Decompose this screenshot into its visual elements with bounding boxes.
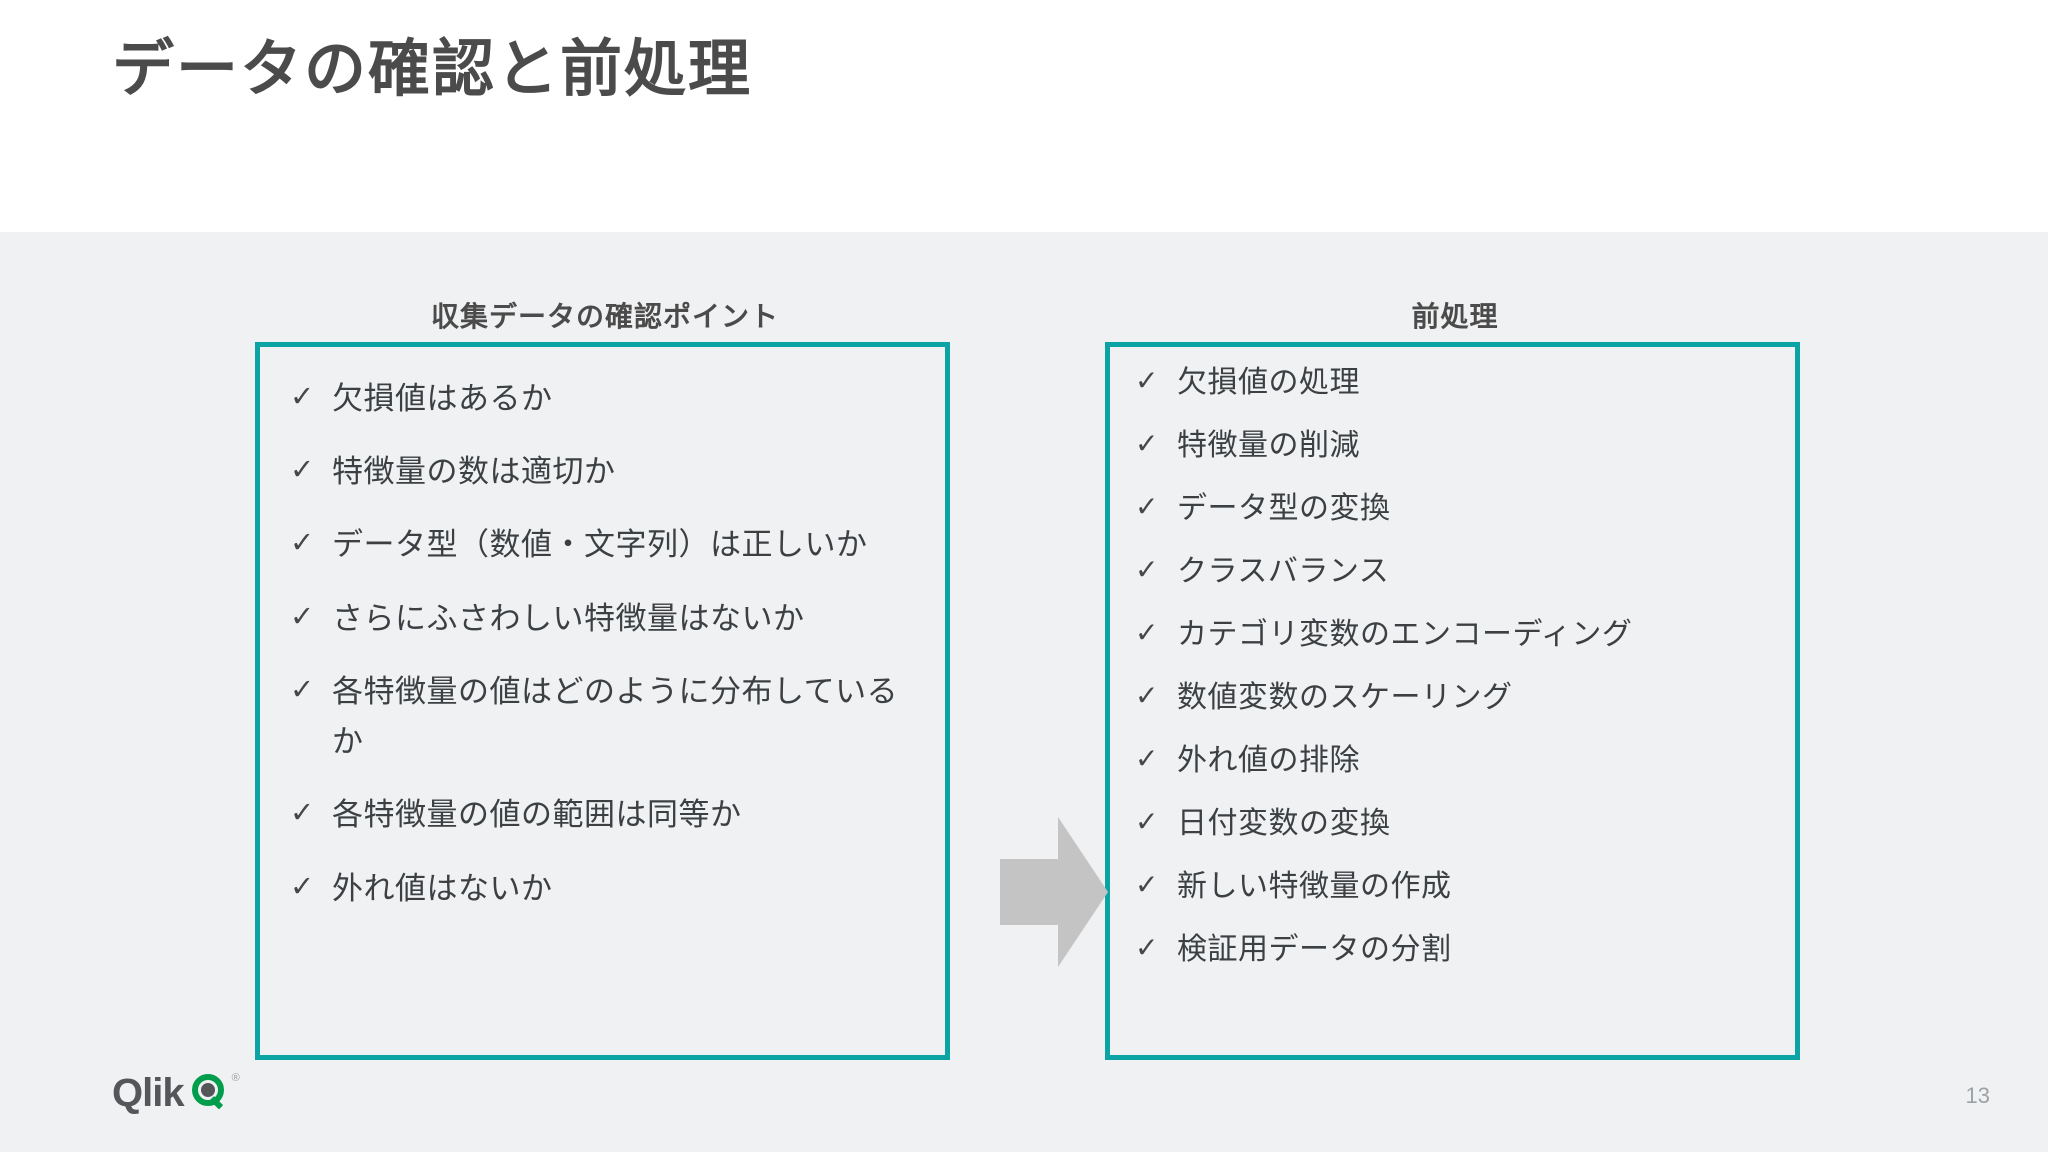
list-item: ✓ 特徴量の数は適切か <box>290 447 920 497</box>
check-icon: ✓ <box>1135 365 1159 396</box>
list-item-label: データ型（数値・文字列）は正しいか <box>332 527 868 563</box>
list-item: ✓ 日付変数の変換 <box>1135 801 1775 846</box>
list-item: ✓ データ型の変換 <box>1135 486 1775 531</box>
list-item-label: 各特徴量の値の範囲は同等か <box>332 797 742 833</box>
page-number: 13 <box>1965 1083 1990 1108</box>
check-icon: ✓ <box>290 381 315 413</box>
list-item-label: 特徴量の数は適切か <box>332 454 616 490</box>
qlik-wordmark: Qlik <box>112 1071 185 1115</box>
list-item: ✓ クラスバランス <box>1135 549 1775 594</box>
column-header-right: 前処理 <box>1411 301 1499 332</box>
list-item-label: 各特徴量の値はどのように分布しているか <box>332 673 899 760</box>
check-icon: ✓ <box>290 454 315 487</box>
list-item: ✓ 特徴量の削減 <box>1135 423 1775 468</box>
check-icon: ✓ <box>1135 680 1159 711</box>
list-item: ✓ データ型（数値・文字列）は正しいか <box>290 520 920 570</box>
list-item: ✓ 数値変数のスケーリング <box>1135 675 1775 720</box>
list-item: ✓ 新しい特徴量の作成 <box>1135 864 1775 909</box>
list-item-label: 検証用データの分割 <box>1177 933 1452 966</box>
list-item: ✓ さらにふさわしい特徴量はないか <box>290 594 920 644</box>
check-icon: ✓ <box>1135 806 1159 837</box>
check-icon: ✓ <box>1135 617 1159 648</box>
list-item-label: さらにふさわしい特徴量はないか <box>332 600 805 636</box>
check-icon: ✓ <box>290 870 315 903</box>
registered-trademark-symbol: ® <box>231 1072 240 1084</box>
list-item: ✓ 検証用データの分割 <box>1135 927 1775 972</box>
checklist-right: ✓ 欠損値の処理 ✓ 特徴量の削減 ✓ データ型の変換 ✓ クラスバランス ✓ … <box>1135 360 1775 990</box>
list-item: ✓ 各特徴量の値はどのように分布しているか <box>290 667 920 767</box>
check-icon: ✓ <box>1135 491 1159 522</box>
list-item-label: 外れ値の排除 <box>1177 744 1360 777</box>
checklist-box-right <box>1105 342 1800 1060</box>
check-icon: ✓ <box>1135 428 1159 459</box>
list-item-label: 外れ値はないか <box>332 870 553 906</box>
list-item: ✓ 外れ値の排除 <box>1135 738 1775 783</box>
list-item: ✓ 欠損値の処理 <box>1135 360 1775 405</box>
check-icon: ✓ <box>290 600 315 633</box>
check-icon: ✓ <box>1135 869 1159 900</box>
list-item: ✓ カテゴリ変数のエンコーディング <box>1135 612 1775 657</box>
qlik-q-mark-icon <box>191 1074 230 1112</box>
list-item-label: クラスバランス <box>1177 555 1390 588</box>
check-icon: ✓ <box>1135 932 1159 963</box>
list-item-label: カテゴリ変数のエンコーディング <box>1177 618 1633 651</box>
check-icon: ✓ <box>290 527 315 560</box>
list-item-label: 欠損値はあるか <box>332 381 553 416</box>
checklist-box-left <box>255 342 950 1060</box>
list-item: ✓ 欠損値はあるか <box>290 374 920 424</box>
list-item-label: 数値変数のスケーリング <box>1177 681 1513 714</box>
list-item-label: 特徴量の削減 <box>1177 429 1360 462</box>
qlik-logo: Qlik ® <box>112 1071 240 1115</box>
check-icon: ✓ <box>1135 554 1159 585</box>
list-item-label: データ型の変換 <box>1177 492 1391 525</box>
right-arrow-icon <box>1000 817 1108 967</box>
list-item-label: 日付変数の変換 <box>1177 807 1391 840</box>
content-band: 収集データの確認ポイント 前処理 ✓ 欠損値はあるか ✓ 特徴量の数は適切か ✓… <box>0 232 2048 1152</box>
list-item: ✓ 各特徴量の値の範囲は同等か <box>290 790 920 840</box>
list-item: ✓ 外れ値はないか <box>290 864 920 914</box>
list-item-label: 新しい特徴量の作成 <box>1177 870 1452 903</box>
list-item-label: 欠損値の処理 <box>1177 366 1360 399</box>
check-icon: ✓ <box>290 673 315 706</box>
column-header-left: 収集データの確認ポイント <box>430 301 779 332</box>
check-icon: ✓ <box>290 797 315 830</box>
check-icon: ✓ <box>1135 743 1159 774</box>
checklist-left: ✓ 欠損値はあるか ✓ 特徴量の数は適切か ✓ データ型（数値・文字列）は正しい… <box>290 374 920 937</box>
page-title: データの確認と前処理 <box>112 35 753 104</box>
